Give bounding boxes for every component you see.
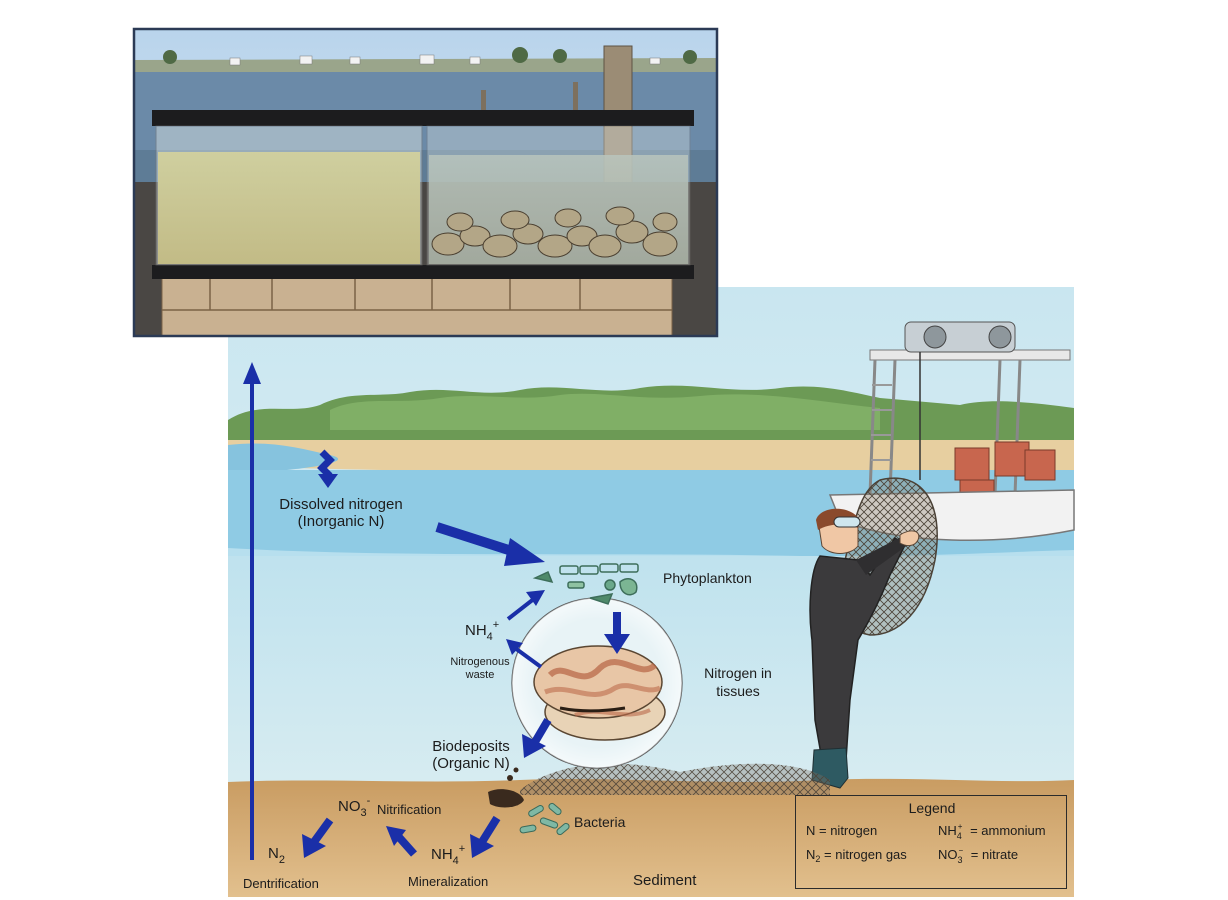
biodeposits-text: Biodeposits — [432, 738, 510, 755]
bacteria-label: Bacteria — [574, 814, 626, 830]
nitrification-label: Nitrification — [377, 802, 442, 817]
nitrogen-in-tissues-label: Nitrogen in tissues — [688, 664, 788, 700]
nitrogen-in-tissues-line-1: Nitrogen in — [704, 665, 772, 681]
sediment-label: Sediment — [633, 872, 697, 889]
nitrogen-in-tissues-line-2: tissues — [716, 683, 760, 700]
nitrogenous-waste-line-2: waste — [465, 668, 495, 681]
legend-no3-entry: NO3− = nitrate — [938, 846, 1019, 865]
no3-subscript: 3 — [360, 807, 367, 819]
no3-superscript: - — [366, 795, 371, 807]
illustration — [228, 287, 1075, 897]
legend-nh4-base: NH — [938, 823, 957, 838]
nitrogen-flow-arrows — [243, 362, 630, 860]
mineralization-label: Mineralization — [408, 874, 489, 889]
oyster-illustration — [533, 645, 666, 741]
no3-base: NO — [338, 798, 361, 815]
inlet-down-arrow — [317, 449, 335, 479]
legend-no3-base: NO — [938, 847, 958, 862]
legend-nh4-definition: = ammonium — [966, 823, 1046, 838]
no3-formula: NO3- — [338, 795, 371, 819]
phytoplankton-cells — [532, 563, 639, 605]
oyster-to-biodeposits-arrow — [531, 717, 552, 745]
legend-no3-subscript: 3 — [957, 855, 963, 865]
tank-comparison-photo — [132, 27, 719, 338]
dissolved-nitrogen-text: Dissolved nitrogen — [279, 496, 403, 513]
bacteria-cells — [519, 802, 570, 836]
legend-n2-entry: N2 = nitrogen gas — [806, 847, 907, 864]
legend-nh4-subscript: 4 — [956, 831, 962, 841]
nitrogenous-waste-label: Nitrogenous waste — [440, 656, 520, 681]
n2-subscript: 2 — [278, 854, 285, 866]
dissolved-nitrogen-label: Dissolved nitrogen (Inorganic N) — [266, 496, 416, 531]
nh4-mineral-base: NH — [431, 846, 453, 863]
dissolved-to-phyto-arrow — [435, 522, 520, 558]
legend-no3-definition: = nitrate — [967, 847, 1019, 862]
legend-nh4-entry: NH4+ = ammonium — [938, 822, 1046, 841]
no3-to-n2-arrow — [310, 817, 334, 845]
legend-no3-superscript: − — [958, 846, 964, 855]
nh4-mineral-superscript: + — [458, 843, 466, 855]
biodeposits-label: Biodeposits (Organic N) — [418, 738, 524, 773]
nh4-to-phyto-arrow — [506, 596, 537, 621]
waste-to-nh4-arrow — [513, 646, 543, 669]
legend-n2-subscript: 2 — [815, 854, 821, 864]
nh4-superscript: + — [492, 619, 500, 631]
organic-n-text: (Organic N) — [432, 755, 510, 773]
nh4-waste-formula: NH4+ — [465, 619, 500, 643]
legend-n2-definition: = nitrogen gas — [820, 847, 907, 862]
legend-nh4-superscript: + — [957, 822, 963, 831]
nh4-mineral-subscript: 4 — [452, 855, 459, 867]
legend-box: Legend N = nitrogen N2 = nitrogen gas NH… — [795, 795, 1067, 889]
n2-formula: N2 — [268, 845, 285, 866]
nh4-mineral-formula: NH4+ — [431, 843, 466, 867]
nitrogenous-waste-line-1: Nitrogenous — [450, 656, 510, 668]
legend-n-definition: N = nitrogen — [806, 823, 878, 838]
legend-title: Legend — [908, 800, 956, 816]
nitrification-arrow — [395, 833, 417, 857]
diver-person — [809, 508, 920, 789]
n2-base: N — [268, 845, 279, 862]
phytoplankton-label: Phytoplankton — [663, 570, 752, 586]
mineralization-arrow — [478, 815, 501, 845]
nh4-base: NH — [465, 622, 487, 639]
inorganic-n-text: (Inorganic N) — [297, 513, 385, 531]
dentrification-label: Dentrification — [243, 876, 319, 891]
legend-n2-base: N — [806, 847, 816, 862]
nh4-subscript: 4 — [486, 631, 493, 643]
